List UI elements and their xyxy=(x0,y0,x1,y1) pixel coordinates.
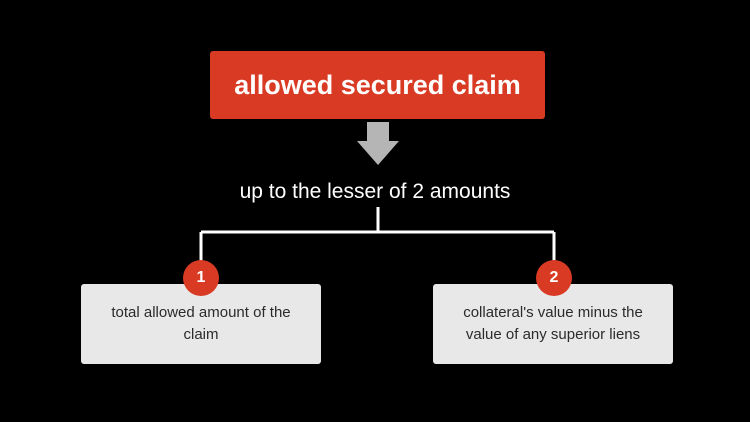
title-text: allowed secured claim xyxy=(234,69,521,100)
number-badge-2: 2 xyxy=(536,260,572,296)
down-arrow-icon xyxy=(357,122,399,165)
option-text-1: total allowed amount of the claim xyxy=(111,304,291,343)
subtitle: up to the lesser of 2 amounts xyxy=(239,180,511,203)
branch-connector xyxy=(199,207,556,262)
option-card-1: total allowed amount of the claim xyxy=(81,284,321,364)
option-text-2: collateral's value minus the value of an… xyxy=(463,304,643,343)
number-badge-1: 1 xyxy=(183,260,219,296)
option-card-2: collateral's value minus the value of an… xyxy=(433,284,673,364)
title-box: allowed secured claim xyxy=(210,51,545,119)
